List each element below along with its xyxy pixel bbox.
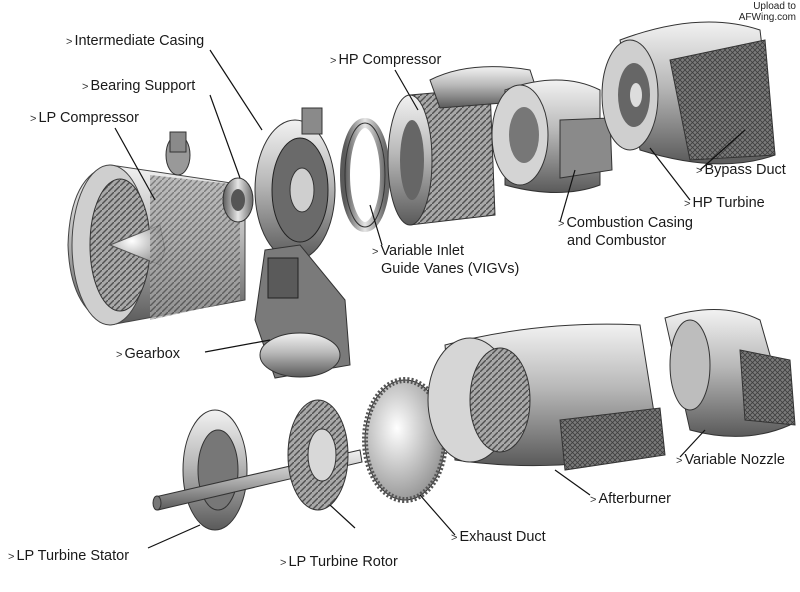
label-exhaust-duct: >Exhaust Duct bbox=[451, 529, 546, 545]
watermark: Upload to AFWing.com bbox=[738, 1, 796, 23]
label-lp-turbine-rotor: >LP Turbine Rotor bbox=[280, 554, 398, 570]
label-combustion-casing: >Combustion Casing and Combustor bbox=[558, 215, 693, 249]
label-variable-nozzle: >Variable Nozzle bbox=[676, 452, 785, 468]
label-gearbox: >Gearbox bbox=[116, 346, 181, 362]
lp-compressor-part bbox=[67, 131, 246, 326]
vigv-part bbox=[340, 118, 390, 232]
label-bypass-duct: >Bypass Duct bbox=[696, 162, 786, 178]
label-hp-compressor: >HP Compressor bbox=[330, 52, 442, 68]
label-lp-compressor: >LP Compressor bbox=[30, 110, 139, 126]
leader-lines bbox=[114, 49, 746, 549]
label-variable-inlet-guide-vanes: >Variable Inlet Guide Vanes (VIGVs) bbox=[372, 243, 520, 277]
label-lp-turbine-stator: >LP Turbine Stator bbox=[8, 548, 130, 564]
bearing-support-part bbox=[222, 177, 254, 223]
combustion-casing-part bbox=[491, 79, 613, 193]
label-bearing-support: >Bearing Support bbox=[82, 78, 196, 94]
label-intermediate-casing: >Intermediate Casing bbox=[66, 33, 205, 49]
bypass-duct-part bbox=[601, 21, 776, 165]
label-afterburner: >Afterburner bbox=[590, 491, 671, 507]
afterburner-part bbox=[427, 323, 666, 471]
hp-compressor-part bbox=[387, 66, 541, 226]
intermediate-casing-part bbox=[254, 107, 336, 261]
lp-turbine-rotor-part bbox=[287, 399, 349, 511]
label-hp-turbine: >HP Turbine bbox=[684, 195, 765, 211]
variable-nozzle-part bbox=[664, 308, 796, 437]
gearbox-part bbox=[254, 244, 351, 379]
